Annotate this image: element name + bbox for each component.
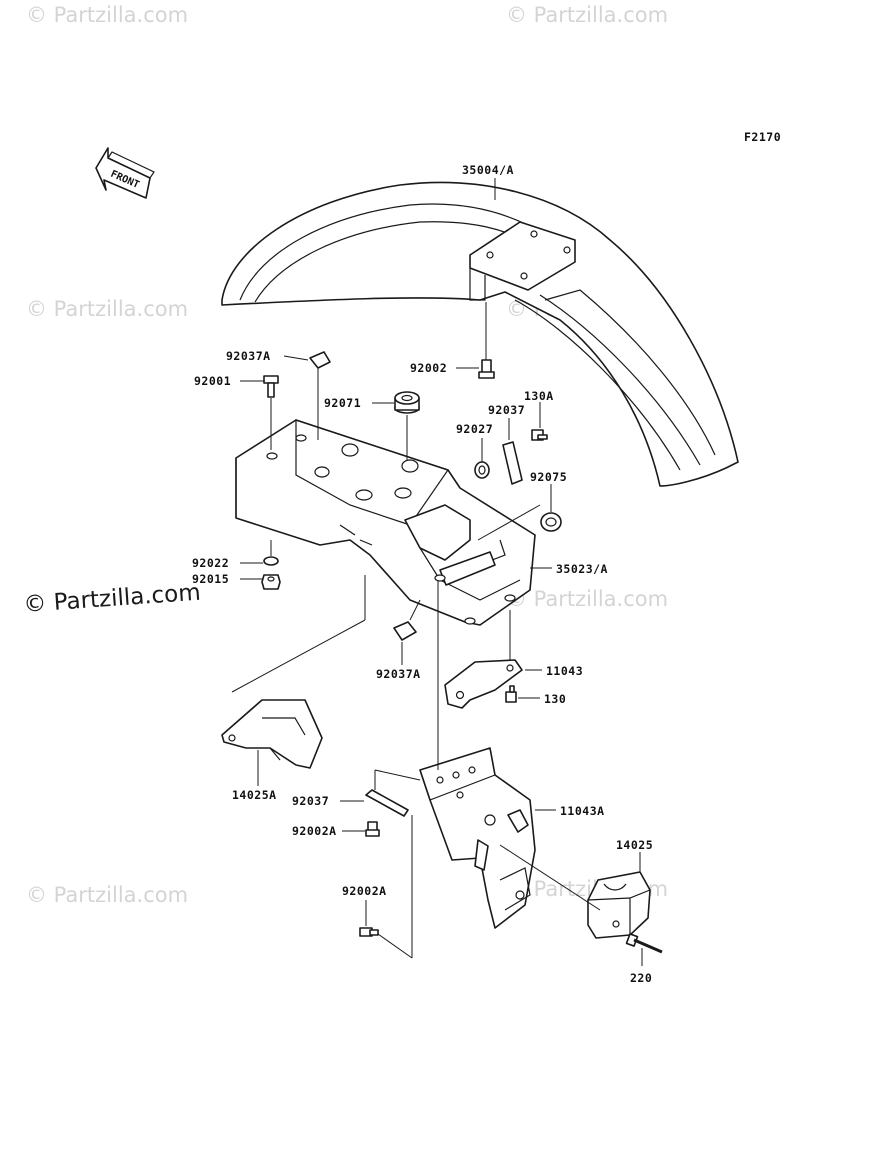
rear-fender [235, 419, 536, 626]
label-92022: 92022 [192, 556, 229, 570]
label-35023-a: 35023/A [556, 562, 608, 576]
label-92027: 92027 [456, 422, 493, 436]
label-92071: 92071 [324, 396, 361, 410]
washer-92022 [263, 556, 279, 566]
label-92037-top: 92037 [488, 403, 525, 417]
strap-92037-top [502, 441, 523, 485]
label-92002a-low: 92002A [342, 884, 387, 898]
bolt-92002a-low [359, 927, 379, 937]
label-92002: 92002 [410, 361, 447, 375]
watermark-text: © Partzilla.com [506, 3, 668, 27]
block-14025 [587, 871, 651, 939]
nut-92015 [261, 574, 281, 590]
front-arrow-icon: FRONT [95, 147, 155, 199]
label-92015: 92015 [192, 572, 229, 586]
label-220: 220 [630, 971, 652, 985]
label-130: 130 [544, 692, 566, 706]
watermark-text: © Partzilla.com [26, 3, 188, 27]
label-92075: 92075 [530, 470, 567, 484]
label-11043: 11043 [546, 664, 583, 678]
label-92037-mid: 92037 [292, 794, 329, 808]
grommet-92075 [540, 512, 562, 532]
label-14025: 14025 [616, 838, 653, 852]
bolt-92002a-mid [365, 821, 380, 837]
collar-92027 [474, 461, 490, 479]
watermark-text-strong: © Partzilla.com [23, 580, 202, 618]
label-92002a-mid: 92002A [292, 824, 337, 838]
strap-92037-mid [365, 789, 409, 817]
bolt-92002 [478, 359, 495, 379]
label-92037a-bottom: 92037A [376, 667, 421, 681]
watermark-text: © Partzilla.com [506, 587, 668, 611]
label-92037a-top: 92037A [226, 349, 271, 363]
bracket-11043a [419, 747, 536, 929]
label-14025a: 14025A [232, 788, 277, 802]
label-11043a: 11043A [560, 804, 605, 818]
watermark-text: © Partzilla.com [26, 297, 188, 321]
bracket-11043 [444, 659, 523, 709]
watermark-text: © Partzilla.com [26, 883, 188, 907]
bolt-130a [531, 429, 548, 441]
label-130a: 130A [524, 389, 554, 403]
clip-92037a-top [309, 351, 331, 369]
front-fender [221, 181, 739, 487]
clip-92037a-bottom [393, 621, 417, 641]
label-92001: 92001 [194, 374, 231, 388]
bolt-130 [505, 685, 517, 703]
label-35004-a: 35004/A [462, 163, 514, 177]
pad-14025a [221, 699, 323, 769]
figure-code: F2170 [744, 130, 781, 144]
bolt-92001 [263, 375, 279, 398]
bolt-220 [625, 933, 663, 954]
grommet-92071 [394, 391, 420, 414]
